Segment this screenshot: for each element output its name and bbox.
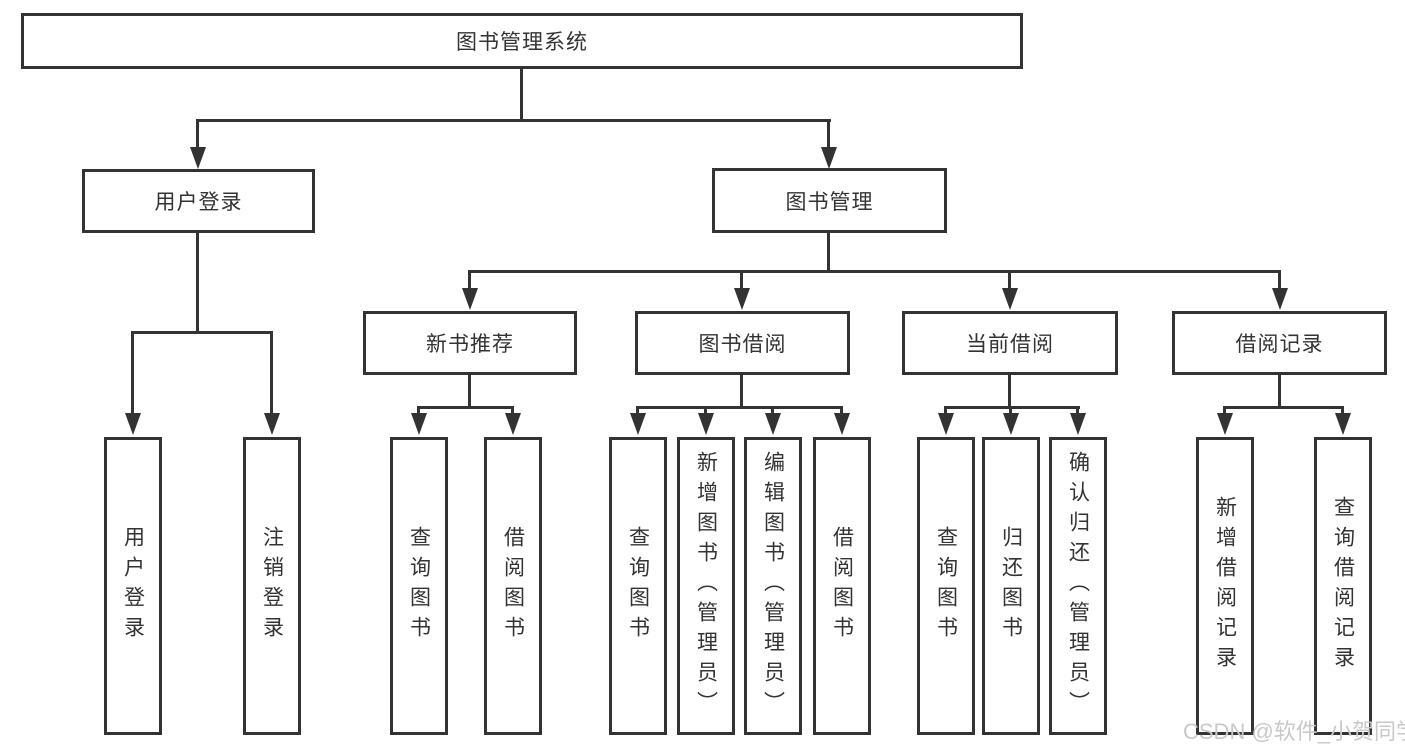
leaf-label: 查询图书	[934, 526, 958, 646]
connector-vline	[740, 270, 743, 290]
arrowhead-down-icon	[125, 413, 141, 435]
arrowhead-down-icon	[505, 413, 521, 435]
connector-hline	[944, 406, 1080, 409]
connector-vline	[944, 406, 947, 416]
arrowhead-down-icon	[834, 413, 850, 435]
node-label: 图书借阅	[698, 333, 787, 356]
node-current-borrowing: 当前借阅	[902, 311, 1118, 375]
leaf-edit-book-admin: 编辑图书（管理员）	[744, 437, 802, 735]
arrowhead-down-icon	[765, 413, 781, 435]
node-label: 图书管理系统	[456, 31, 588, 54]
leaf-label: 注销登录	[260, 526, 284, 646]
arrowhead-down-icon	[734, 288, 750, 310]
connector-vline	[1278, 270, 1281, 290]
leaf-label: 归还图书	[999, 526, 1023, 646]
leaf-confirm-return-admin: 确认归还（管理员）	[1049, 437, 1107, 735]
leaf-label: 编辑图书（管理员）	[761, 451, 785, 721]
leaf-query-books: 查询图书	[917, 437, 975, 735]
connector-vline	[1008, 375, 1011, 409]
arrowhead-down-icon	[1002, 288, 1018, 310]
arrowhead-down-icon	[821, 147, 837, 169]
leaf-label: 借阅图书	[501, 526, 525, 646]
connector-vline	[771, 406, 774, 416]
node-user-login: 用户登录	[82, 169, 315, 233]
arrowhead-down-icon	[190, 147, 206, 169]
arrowhead-down-icon	[1335, 413, 1351, 435]
node-label: 图书管理	[785, 190, 874, 214]
node-borrow-records: 借阅记录	[1172, 311, 1387, 375]
node-label: 当前借阅	[966, 333, 1054, 356]
leaf-query-borrow-record: 查询借阅记录	[1314, 437, 1372, 735]
connector-vline	[131, 331, 134, 413]
leaf-query-books: 查询图书	[390, 437, 448, 735]
leaf-add-book-admin: 新增图书（管理员）	[677, 437, 735, 735]
leaf-add-borrow-record: 新增借阅记录	[1196, 437, 1254, 735]
leaf-label: 查询借阅记录	[1331, 496, 1355, 676]
connector-vline	[827, 119, 830, 149]
connector-hline	[417, 406, 514, 409]
arrowhead-down-icon	[1070, 413, 1086, 435]
arrowhead-down-icon	[630, 413, 646, 435]
leaf-label: 确认归还（管理员）	[1066, 451, 1090, 721]
leaf-logout: 注销登录	[243, 437, 301, 735]
connector-vline	[636, 406, 639, 416]
connector-vline	[1278, 375, 1281, 409]
leaf-label: 用户登录	[121, 526, 145, 646]
connector-vline	[1009, 406, 1012, 416]
arrowhead-down-icon	[1272, 288, 1288, 310]
connector-vline	[840, 406, 843, 416]
node-label: 借阅记录	[1235, 333, 1324, 356]
leaf-user-login: 用户登录	[104, 437, 162, 735]
arrowhead-down-icon	[462, 288, 478, 310]
connector-vline	[520, 69, 523, 120]
connector-vline	[511, 406, 514, 416]
arrowhead-down-icon	[264, 413, 280, 435]
arrowhead-down-icon	[411, 413, 427, 435]
connector-vline	[468, 270, 471, 290]
arrowhead-down-icon	[938, 413, 954, 435]
connector-vline	[196, 119, 199, 149]
node-label: 新书推荐	[426, 333, 514, 356]
connector-vline	[1341, 406, 1344, 416]
leaf-borrow-books: 借阅图书	[484, 437, 542, 735]
connector-hline	[636, 406, 843, 409]
connector-vline	[270, 331, 273, 413]
leaf-label: 查询图书	[626, 526, 650, 646]
connector-hline	[1223, 406, 1344, 409]
node-new-book-recommend: 新书推荐	[363, 311, 577, 375]
connector-vline	[468, 375, 471, 409]
connector-hline	[196, 119, 831, 122]
connector-hline	[131, 331, 273, 334]
leaf-borrow-books: 借阅图书	[813, 437, 871, 735]
connector-vline	[827, 233, 830, 273]
csdn-watermark: CSDN @软件_小贺同学	[1183, 719, 1405, 744]
connector-vline	[1076, 406, 1079, 416]
connector-vline	[704, 406, 707, 416]
leaf-label: 新增借阅记录	[1213, 496, 1237, 676]
node-label: 用户登录	[154, 191, 243, 214]
connector-vline	[740, 375, 743, 409]
node-book-management: 图书管理	[712, 168, 947, 233]
connector-vline	[1008, 270, 1011, 290]
connector-vline	[196, 233, 199, 334]
leaf-label: 借阅图书	[830, 526, 854, 646]
node-library-management-system: 图书管理系统	[21, 13, 1023, 69]
arrowhead-down-icon	[1003, 413, 1019, 435]
arrowhead-down-icon	[1217, 413, 1233, 435]
arrowhead-down-icon	[698, 413, 714, 435]
connector-vline	[417, 406, 420, 416]
connector-hline	[468, 270, 1281, 273]
connector-vline	[1223, 406, 1226, 416]
leaf-query-books: 查询图书	[609, 437, 667, 735]
leaf-label: 查询图书	[407, 526, 431, 646]
leaf-label: 新增图书（管理员）	[694, 451, 718, 721]
node-book-borrowing: 图书借阅	[635, 311, 850, 375]
leaf-return-book: 归还图书	[982, 437, 1040, 735]
